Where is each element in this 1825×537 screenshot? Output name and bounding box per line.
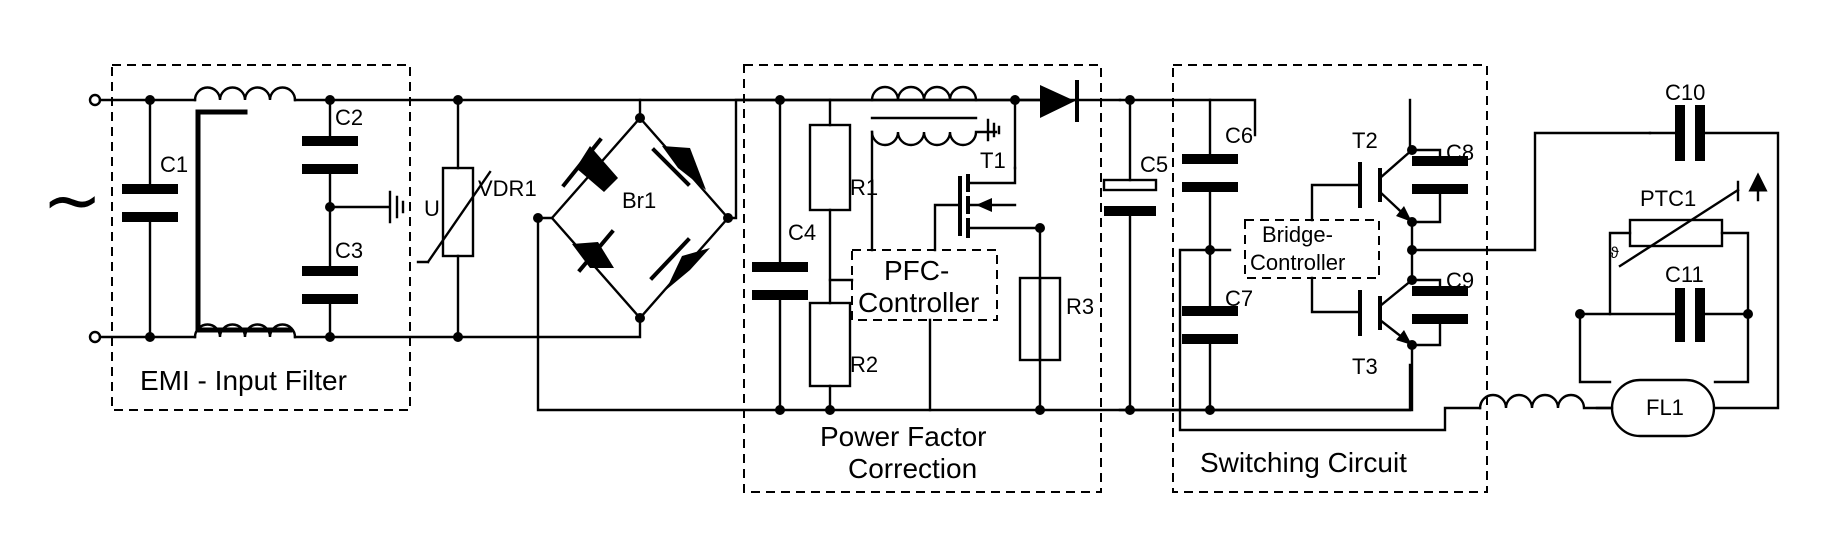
label-c10: C10 — [1665, 80, 1705, 105]
section-title-switching: Switching Circuit — [1200, 447, 1407, 478]
label-c5: C5 — [1140, 152, 1168, 177]
pfc-controller — [851, 249, 998, 321]
label-t2: T2 — [1352, 128, 1378, 153]
label-vdr-u: U — [424, 196, 440, 221]
ac-input: ~ — [42, 93, 102, 344]
label-fl1: FL1 — [1646, 395, 1684, 420]
label-c1: C1 — [160, 152, 188, 177]
label-r2: R2 — [850, 352, 878, 377]
pfc-controller-line2: Controller — [858, 287, 979, 318]
lamp-wiring — [1478, 105, 1780, 438]
choke-top — [193, 86, 297, 102]
label-br1: Br1 — [622, 188, 656, 213]
bridge-controller-line2: Controller — [1250, 250, 1345, 275]
label-t3: T3 — [1352, 354, 1378, 379]
emi-wiring — [98, 98, 1052, 339]
label-c7: C7 — [1225, 286, 1253, 311]
pfc-controller-line1: PFC- — [884, 255, 949, 286]
label-t1: T1 — [980, 148, 1006, 173]
choke-bottom — [193, 323, 297, 339]
switching-wiring — [1118, 98, 1652, 432]
bridge-controller-line1: Bridge- — [1262, 222, 1333, 247]
label-ptc1: PTC1 — [1640, 186, 1696, 211]
bridge-controller — [1244, 219, 1380, 279]
section-title-pfc-line1: Power Factor — [820, 421, 987, 452]
pfc-wiring — [752, 80, 1158, 412]
label-c2: C2 — [335, 105, 363, 130]
label-c6: C6 — [1225, 123, 1253, 148]
label-c8: C8 — [1446, 140, 1474, 165]
switching-box — [1172, 64, 1488, 493]
varistor-vdr1 — [416, 98, 492, 339]
label-c11: C11 — [1665, 262, 1704, 287]
ac-source-symbol: ~ — [42, 158, 102, 242]
label-vdr1: VDR1 — [478, 176, 537, 201]
junctions — [145, 95, 1753, 415]
section-title-emi: EMI - Input Filter — [140, 365, 347, 396]
label-c9: C9 — [1446, 268, 1474, 293]
label-r3: R3 — [1066, 294, 1094, 319]
emi-filter-box — [111, 64, 411, 411]
label-theta: ϑ — [1610, 245, 1619, 262]
label-c4: C4 — [788, 220, 816, 245]
pfc-box — [743, 64, 1102, 493]
section-title-pfc-line2: Correction — [848, 453, 977, 484]
label-r1: R1 — [850, 175, 878, 200]
label-c3: C3 — [335, 238, 363, 263]
